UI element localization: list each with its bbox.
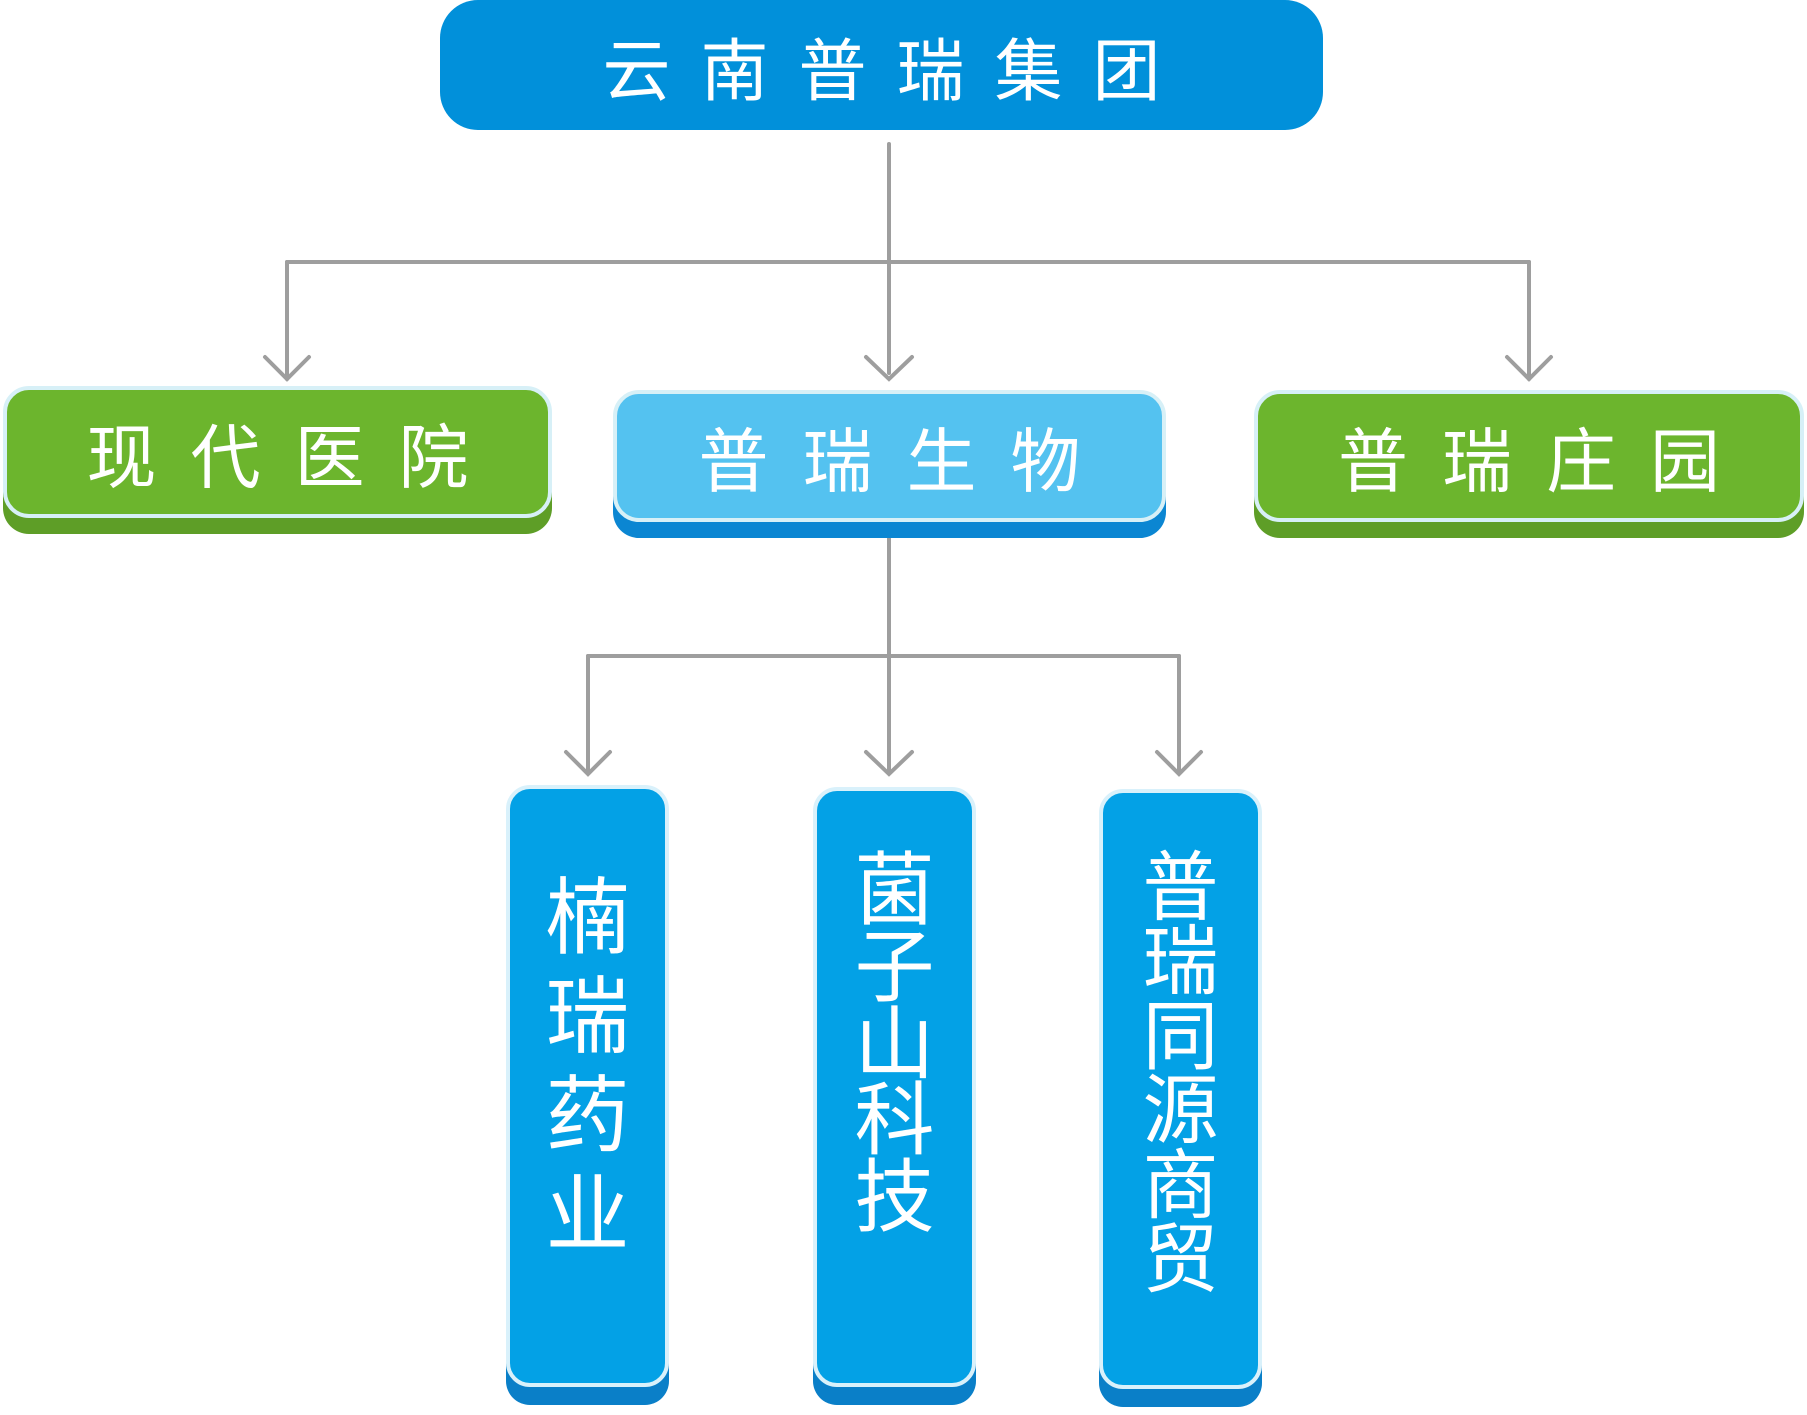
node-purui-garden: 普瑞庄园 — [1254, 390, 1804, 522]
node-purui-bio-label: 普瑞生物 — [698, 420, 1115, 503]
arrowhead-tongyuan — [1155, 750, 1203, 777]
arrowhead-bio — [864, 355, 914, 382]
node-junzishan-tech: 菌子山科技 — [813, 787, 976, 1387]
node-modern-hospital-label: 现代医院 — [86, 416, 503, 499]
node-nanrui-pharma-label: 楠瑞药业 — [545, 869, 630, 1265]
arrowhead-junzishan — [864, 750, 914, 777]
node-nanrui-pharma: 楠瑞药业 — [506, 785, 669, 1387]
node-junzishan-tech-label: 菌子山科技 — [854, 844, 935, 1245]
node-purui-tongyuan-trade-label: 普瑞同源商贸 — [1142, 843, 1219, 1305]
arrowhead-hospital — [263, 355, 311, 382]
node-purui-tongyuan-trade: 普瑞同源商贸 — [1099, 789, 1262, 1389]
root-node: 云南普瑞集团 — [440, 0, 1323, 130]
arrowhead-nanrui — [564, 750, 612, 777]
node-modern-hospital: 现代医院 — [3, 386, 552, 518]
root-node-label: 云南普瑞集团 — [602, 32, 1191, 112]
node-purui-garden-label: 普瑞庄园 — [1338, 420, 1754, 503]
node-purui-bio: 普瑞生物 — [613, 390, 1166, 522]
arrowhead-garden — [1505, 355, 1553, 382]
